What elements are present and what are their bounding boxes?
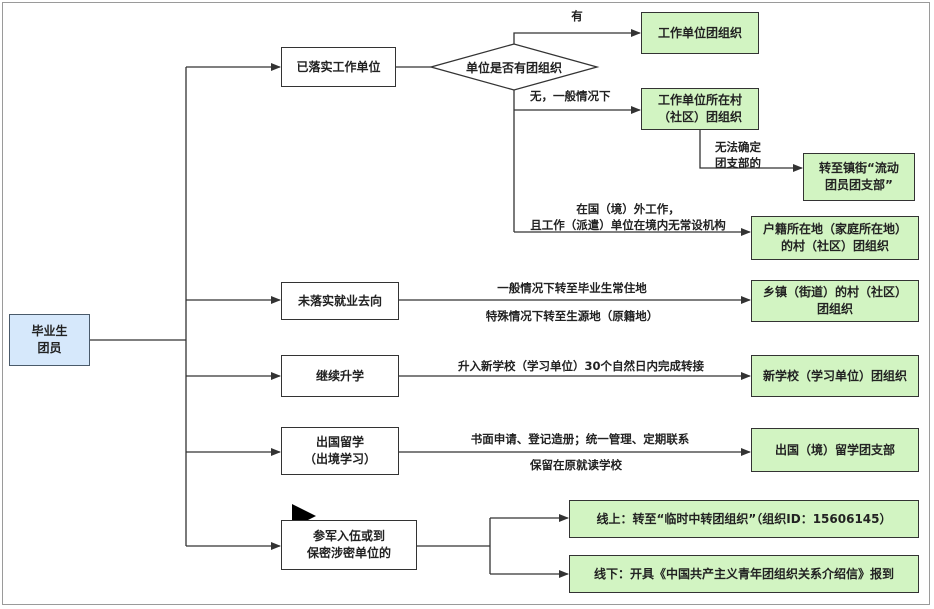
target-online: 线上：转至“临时中转团组织”（组织ID：15606145）: [569, 500, 919, 538]
branch-unemployed: 未落实就业去向: [281, 282, 399, 320]
target-household-village: 户籍所在地（家庭所在地） 的村（社区）团组织: [751, 216, 919, 260]
target-street-floating: 转至镇街“流动 团员团支部”: [803, 153, 915, 201]
edge-label-no-general: 无，一般情况下: [530, 89, 611, 103]
target-township-village: 乡镇（街道）的村（社区） 团组织: [751, 280, 919, 322]
edge-label-further-study: 升入新学校（学习单位）30个自然日内完成转接: [457, 359, 704, 373]
edge-label-abroad-top: 书面申请、登记造册；统一管理、定期联系: [470, 432, 690, 446]
decision-diamond: [428, 43, 600, 91]
target-offline: 线下：开具《中国共产主义青年团组织关系介绍信》报到: [569, 555, 919, 593]
branch-employed: 已落实工作单位: [281, 47, 396, 87]
target-abroad-branch: 出国（境）留学团支部: [751, 428, 919, 472]
edge-label-undetermined: 无法确定 团支部的: [715, 140, 761, 170]
edge-label-abroad-bottom: 保留在原就读学校: [530, 458, 622, 472]
edge-label-unemployed-special: 特殊情况下转至生源地（原籍地）: [485, 309, 659, 323]
branch-abroad: 出国留学 （出境学习）: [281, 427, 399, 475]
arrow-undetermined: [699, 130, 803, 172]
arrow-yes: [513, 29, 641, 44]
decision-label: 单位是否有团组织: [465, 60, 562, 75]
edge-label-unemployed-general: 一般情况下转至毕业生常住地: [497, 281, 647, 295]
root-node: 毕业生 团员: [9, 314, 90, 366]
edge-label-yes: 有: [571, 9, 583, 23]
branch-military: 参军入伍或到 保密涉密单位的: [281, 520, 417, 570]
target-work-unit-league: 工作单位团组织: [641, 12, 759, 54]
target-work-unit-village: 工作单位所在村 （社区）团组织: [641, 88, 759, 130]
target-new-school: 新学校（学习单位）团组织: [751, 355, 919, 397]
edge-label-overseas: 在国（境）外工作， 且工作（派遣）单位在境内无常设机构: [530, 202, 726, 232]
branch-further-study: 继续升学: [281, 355, 399, 397]
